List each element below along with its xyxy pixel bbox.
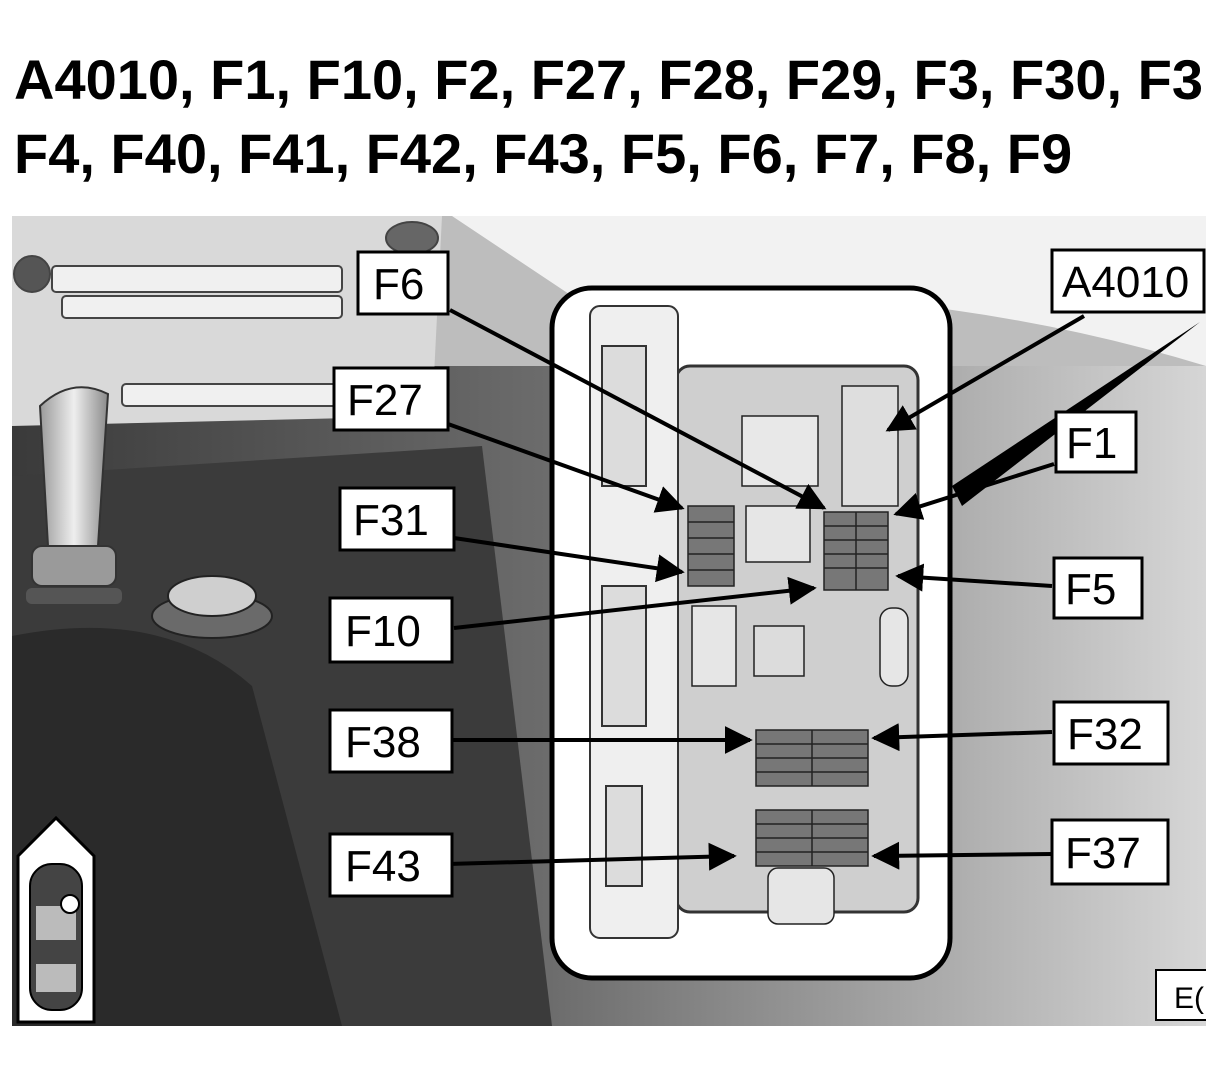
connector-strip — [589, 305, 679, 939]
diagram-title-line-2: F4, F40, F41, F42, F43, F5, F6, F7, F8, … — [14, 122, 1073, 185]
svg-text:F5: F5 — [1065, 565, 1116, 614]
callout-f10: F10 — [328, 596, 454, 664]
svg-text:F32: F32 — [1067, 710, 1143, 759]
arrow-f6 — [449, 308, 827, 510]
callout-f43: F43 — [328, 832, 454, 898]
callout-f31: F31 — [338, 486, 456, 552]
svg-text:F10: F10 — [345, 607, 421, 656]
svg-text:F31: F31 — [353, 496, 429, 545]
svg-text:A4010: A4010 — [1062, 258, 1189, 307]
corner-code-box — [1155, 969, 1206, 1021]
callout-f38: F38 — [328, 708, 454, 774]
fuse-box-diagram: E( F6 F27 F31 F10 F38 F43 — [12, 216, 1206, 1026]
fuse-bank-lower — [691, 605, 909, 925]
corner-code: E( — [1174, 982, 1204, 1015]
leader-arrows — [447, 308, 1086, 871]
svg-text:F1: F1 — [1066, 419, 1117, 468]
fuse-bank-upper — [687, 385, 899, 591]
callout-f6: F6 — [356, 250, 450, 316]
console-buttons — [13, 221, 439, 407]
callout-a4010: A4010 — [1050, 248, 1206, 314]
arrow-f27 — [447, 422, 685, 513]
svg-text:F6: F6 — [373, 260, 424, 309]
arrow-f31 — [453, 536, 685, 583]
callout-f5: F5 — [1052, 556, 1144, 620]
arrow-f5 — [895, 563, 1053, 592]
diagram-title-line-1: A4010, F1, F10, F2, F27, F28, F29, F3, F… — [14, 48, 1203, 111]
arrow-f32 — [871, 723, 1053, 752]
svg-text:F38: F38 — [345, 718, 421, 767]
arrow-f37 — [871, 841, 1053, 870]
car-location-icon — [16, 815, 96, 1024]
callout-f37: F37 — [1050, 818, 1170, 886]
arrow-f10 — [453, 576, 817, 630]
svg-text:F43: F43 — [345, 842, 421, 891]
arrow-a4010 — [885, 314, 1086, 432]
callout-f27: F27 — [332, 366, 450, 432]
svg-text:F37: F37 — [1065, 829, 1141, 878]
idrive-knob — [151, 575, 273, 639]
callout-f32: F32 — [1052, 700, 1170, 766]
gear-lever — [26, 386, 122, 604]
arrow-f43 — [447, 842, 737, 871]
callout-f1: F1 — [1054, 410, 1138, 474]
svg-text:F27: F27 — [347, 376, 423, 425]
